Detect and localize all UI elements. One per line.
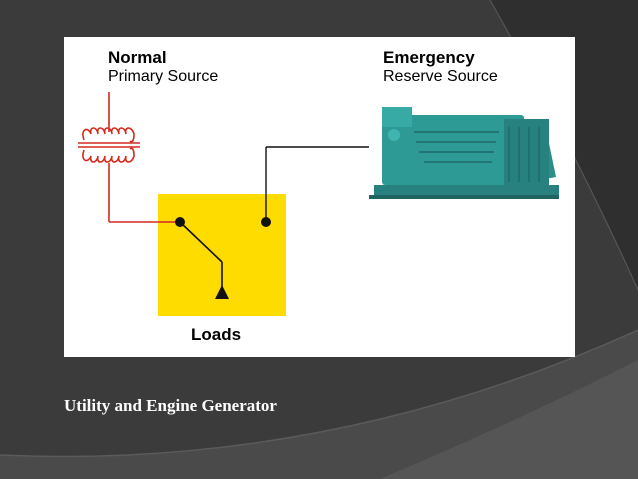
generator-skid-rail [369, 195, 559, 199]
generator-engine-detail [414, 127, 540, 182]
background-swoosh-line [0, 329, 638, 458]
emergency-source-title: Emergency [383, 48, 475, 67]
generator-control-panel [382, 107, 412, 127]
normal-source-title: Normal [108, 48, 167, 67]
normal-source-wire [108, 92, 180, 223]
background-curve-top [490, 0, 638, 290]
diagram-figure: Normal Primary Source Emergency Reserve … [64, 37, 575, 357]
emergency-source-wire [265, 146, 369, 222]
background-swoosh-corner [380, 360, 638, 479]
switch-blade [179, 221, 223, 287]
slide-caption: Utility and Engine Generator [64, 396, 277, 415]
transfer-switch-diagram [78, 92, 559, 316]
generator-radiator [504, 119, 549, 185]
emergency-contact [261, 217, 271, 227]
load-terminal-arrow [215, 285, 229, 299]
generator-skid-base [374, 185, 559, 195]
transformer-icon [78, 127, 140, 163]
loads-label: Loads [191, 325, 242, 344]
generator-icon [369, 107, 559, 199]
generator-fan [388, 129, 400, 141]
emergency-source-subtitle: Reserve Source [383, 68, 498, 85]
normal-source-subtitle: Primary Source [108, 68, 219, 85]
